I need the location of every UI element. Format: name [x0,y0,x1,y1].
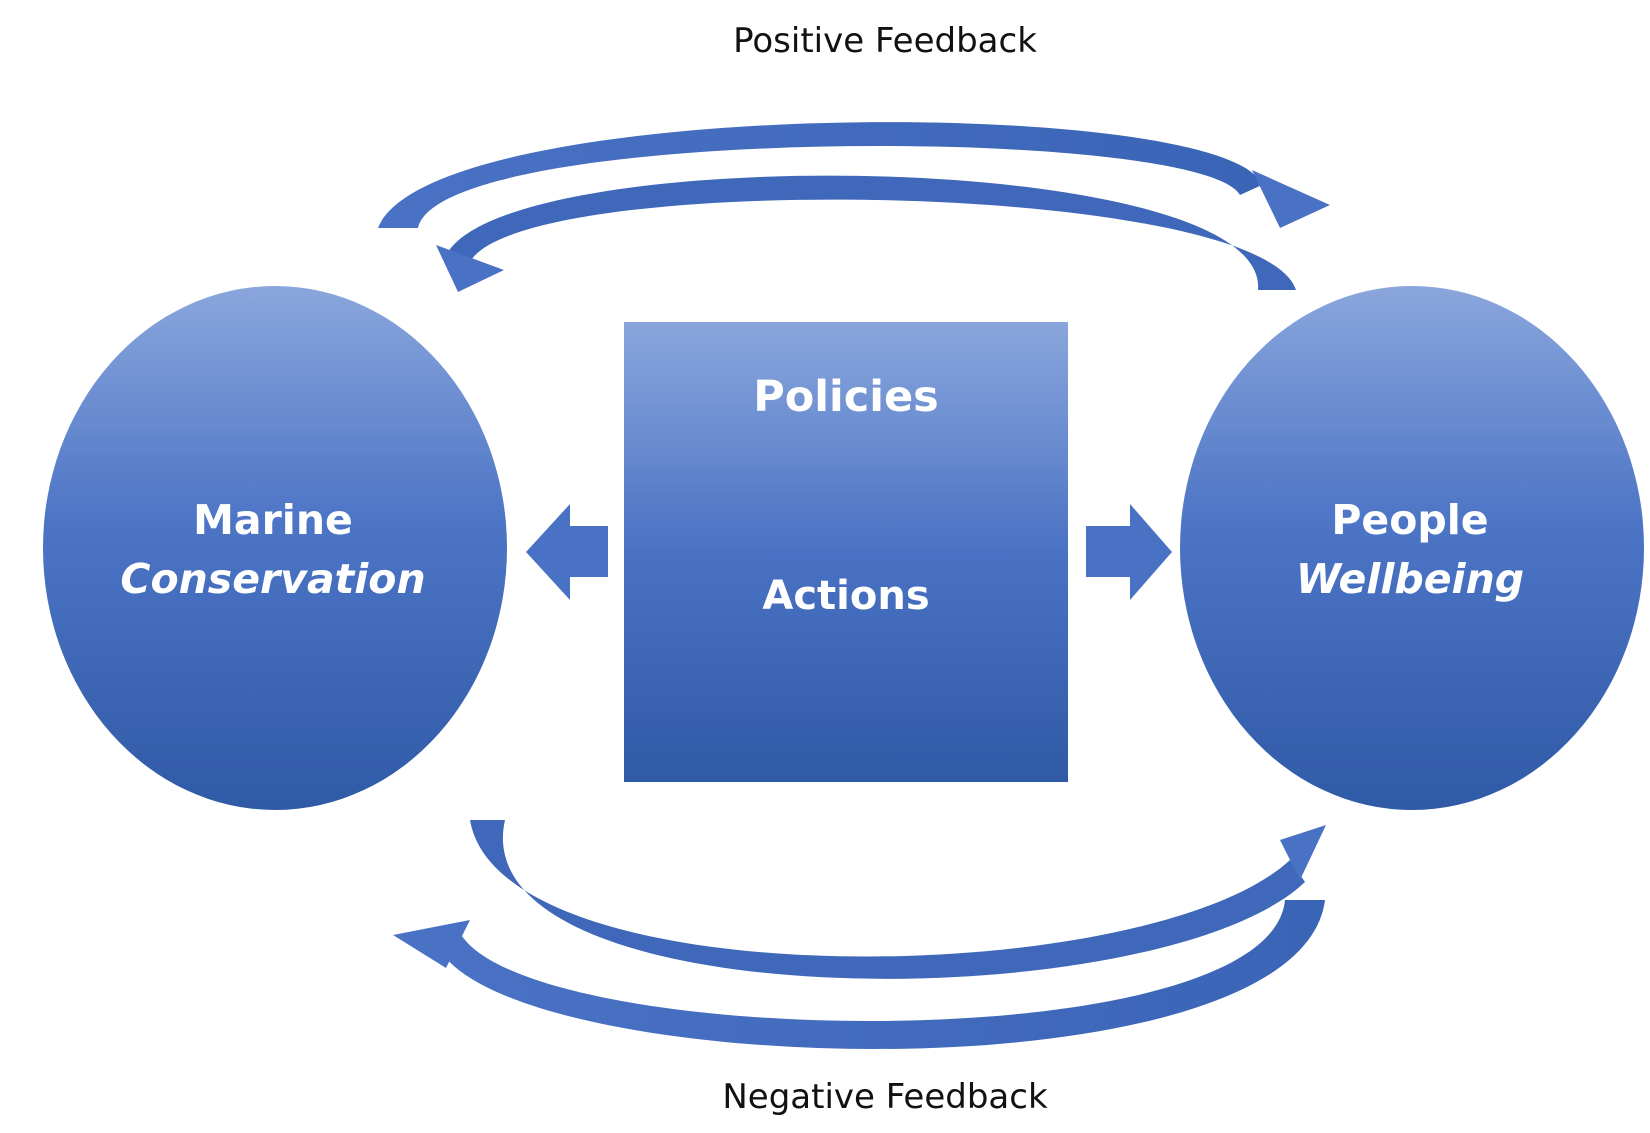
marine-label: Marine [193,496,353,544]
conservation-label: Conservation [120,555,425,603]
negative-feedback-label: Negative Feedback [722,1077,1048,1117]
policies-label: Policies [753,372,939,422]
people-wellbeing-node: People Wellbeing [1180,286,1644,810]
people-label: People [1331,496,1488,544]
negative-feedback-inner-arrow [470,820,1326,979]
wellbeing-label: Wellbeing [1296,555,1524,603]
negative-feedback-outer-arrow [393,900,1325,1050]
marine-conservation-node: Marine Conservation [43,286,507,810]
right-block-arrow [1086,504,1172,600]
policies-actions-box: Policies Actions [624,322,1068,782]
left-block-arrow [526,504,608,600]
actions-label: Actions [762,573,929,619]
positive-feedback-outer-arrow [378,122,1330,228]
positive-feedback-inner-arrow [436,175,1296,292]
positive-feedback-label: Positive Feedback [733,21,1037,61]
